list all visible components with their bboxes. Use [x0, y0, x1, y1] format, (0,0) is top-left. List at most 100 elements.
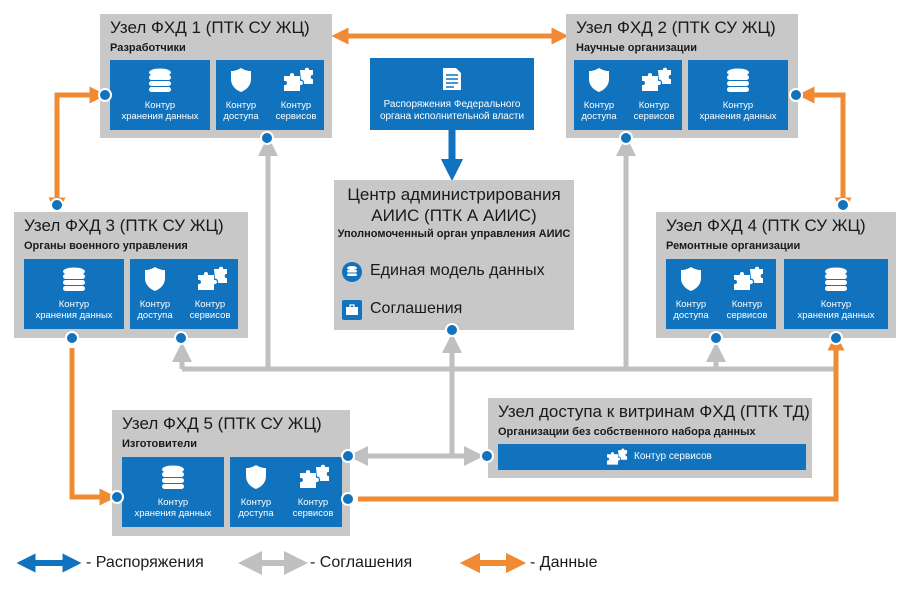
caption-line: Контур — [583, 100, 615, 111]
connector-dot — [836, 198, 850, 212]
caption-line: Контур — [58, 299, 90, 310]
caption-line: Контур — [731, 299, 763, 310]
caption-line: Контур — [225, 100, 257, 111]
database-icon — [149, 68, 171, 92]
services-caption: Контур сервисов — [634, 451, 712, 462]
caption-line: Контур — [722, 100, 754, 111]
node-title: Узел ФХД 1 (ПТК СУ ЖЦ) — [110, 18, 310, 37]
connector-dot — [619, 131, 633, 145]
connector-dot — [65, 331, 79, 345]
caption-line: доступа — [238, 508, 274, 519]
puzzle-icon — [607, 448, 628, 465]
caption-line: сервисов — [726, 310, 768, 321]
node-subtitle: Ремонтные организации — [666, 240, 801, 252]
legend-data: - Данные — [530, 554, 598, 571]
node-title: Узел доступа к витринам ФХД (ПТК ТД) — [498, 402, 810, 421]
database-icon — [162, 465, 184, 489]
connector-dot — [789, 88, 803, 102]
caption-line: органа исполнительной власти — [379, 111, 525, 122]
connector-dot — [341, 449, 355, 463]
node-subtitle: Разработчики — [110, 42, 186, 54]
caption-line: Контур — [297, 497, 329, 508]
caption-line: хранения данных — [797, 310, 875, 321]
puzzle-icon — [300, 464, 329, 488]
database-icon — [63, 267, 85, 291]
shield-icon — [231, 68, 251, 92]
database-icon — [825, 267, 847, 291]
data-line-n5-n4 — [358, 333, 845, 502]
puzzle-icon — [284, 67, 313, 91]
document-icon — [443, 68, 461, 90]
node-td-access: Узел доступа к витринам ФХД (ПТК ТД) Орг… — [488, 398, 812, 478]
node-fhd-4: Узел ФХД 4 (ПТК СУ ЖЦ) Ремонтные организ… — [656, 212, 896, 338]
caption-line: сервисов — [275, 111, 317, 122]
database-icon — [342, 262, 362, 282]
caption-line: хранения данных — [134, 508, 212, 519]
admin-center: Центр администрирования АИИС (ПТК А АИИС… — [334, 180, 574, 330]
node-fhd-2: Узел ФХД 2 (ПТК СУ ЖЦ) Научные организац… — [566, 14, 798, 138]
services-contour: Контур сервисов — [498, 444, 806, 470]
agreement-lines — [172, 136, 836, 466]
center-item-label: Соглашения — [370, 300, 463, 317]
node-title: Узел ФХД 4 (ПТК СУ ЖЦ) — [666, 216, 866, 235]
puzzle-icon — [642, 67, 671, 91]
center-title-line-2: АИИС (ПТК А АИИС) — [371, 206, 537, 225]
briefcase-icon — [342, 300, 362, 320]
legend-directives: - Распоряжения — [86, 554, 204, 571]
node-title: Узел ФХД 5 (ПТК СУ ЖЦ) — [122, 414, 322, 433]
caption-line: доступа — [137, 310, 173, 321]
connector-dot — [174, 331, 188, 345]
caption-line: хранения данных — [35, 310, 113, 321]
node-fhd-1: Узел ФХД 1 (ПТК СУ ЖЦ) Разработчики Конт… — [100, 14, 332, 138]
node-subtitle: Научные организации — [576, 42, 698, 54]
node-title: Узел ФХД 2 (ПТК СУ ЖЦ) — [576, 18, 776, 37]
puzzle-icon — [734, 266, 763, 290]
caption-line: хранения данных — [699, 111, 777, 122]
node-fhd-3: Узел ФХД 3 (ПТК СУ ЖЦ) Органы военного у… — [14, 212, 248, 338]
shield-icon — [681, 267, 701, 291]
database-icon — [727, 68, 749, 92]
caption-line: сервисов — [189, 310, 231, 321]
connector-dot — [480, 449, 494, 463]
node-fhd-5: Узел ФХД 5 (ПТК СУ ЖЦ) Изготовители Конт… — [112, 410, 350, 536]
caption-line: сервисов — [292, 508, 334, 519]
connector-dot — [341, 492, 355, 506]
caption-line: доступа — [223, 111, 259, 122]
connector-dot — [445, 323, 459, 337]
connector-dot — [98, 88, 112, 102]
caption-line: сервисов — [633, 111, 675, 122]
data-lines — [48, 27, 852, 506]
caption-line: Контур — [820, 299, 852, 310]
node-subtitle: Изготовители — [122, 438, 197, 450]
shield-icon — [246, 465, 266, 489]
caption-line: Контур — [157, 497, 189, 508]
connector-dot — [260, 131, 274, 145]
connector-dot — [829, 331, 843, 345]
center-title-line-1: Центр администрирования — [347, 185, 561, 204]
caption-line: хранения данных — [121, 111, 199, 122]
node-subtitle: Органы военного управления — [24, 240, 188, 252]
caption-line: Контур — [638, 100, 670, 111]
connector-dot — [50, 198, 64, 212]
